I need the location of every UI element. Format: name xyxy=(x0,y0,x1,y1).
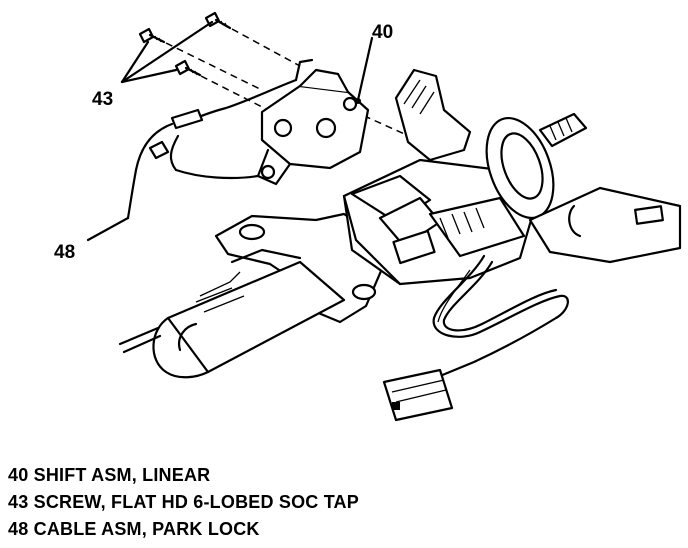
screw-top-left xyxy=(138,27,166,44)
parts-legend: 40 SHIFT ASM, LINEAR 43 SCREW, FLAT HD 6… xyxy=(8,462,359,543)
legend-item-43: 43 SCREW, FLAT HD 6-LOBED SOC TAP xyxy=(8,492,359,512)
legend-item-40: 40 SHIFT ASM, LINEAR xyxy=(8,465,211,485)
steering-column xyxy=(118,68,682,379)
callout-48: 48 xyxy=(54,242,75,263)
callout-40: 40 xyxy=(372,22,393,43)
screw-middle xyxy=(174,59,202,77)
legend-item-48: 48 CABLE ASM, PARK LOCK xyxy=(8,519,260,539)
screws xyxy=(120,11,441,151)
callout-43: 43 xyxy=(92,89,113,110)
wiring-harness xyxy=(382,254,569,422)
screw-top-right xyxy=(204,11,232,30)
park-lock-cable xyxy=(86,78,298,242)
shift-assembly xyxy=(256,36,374,186)
